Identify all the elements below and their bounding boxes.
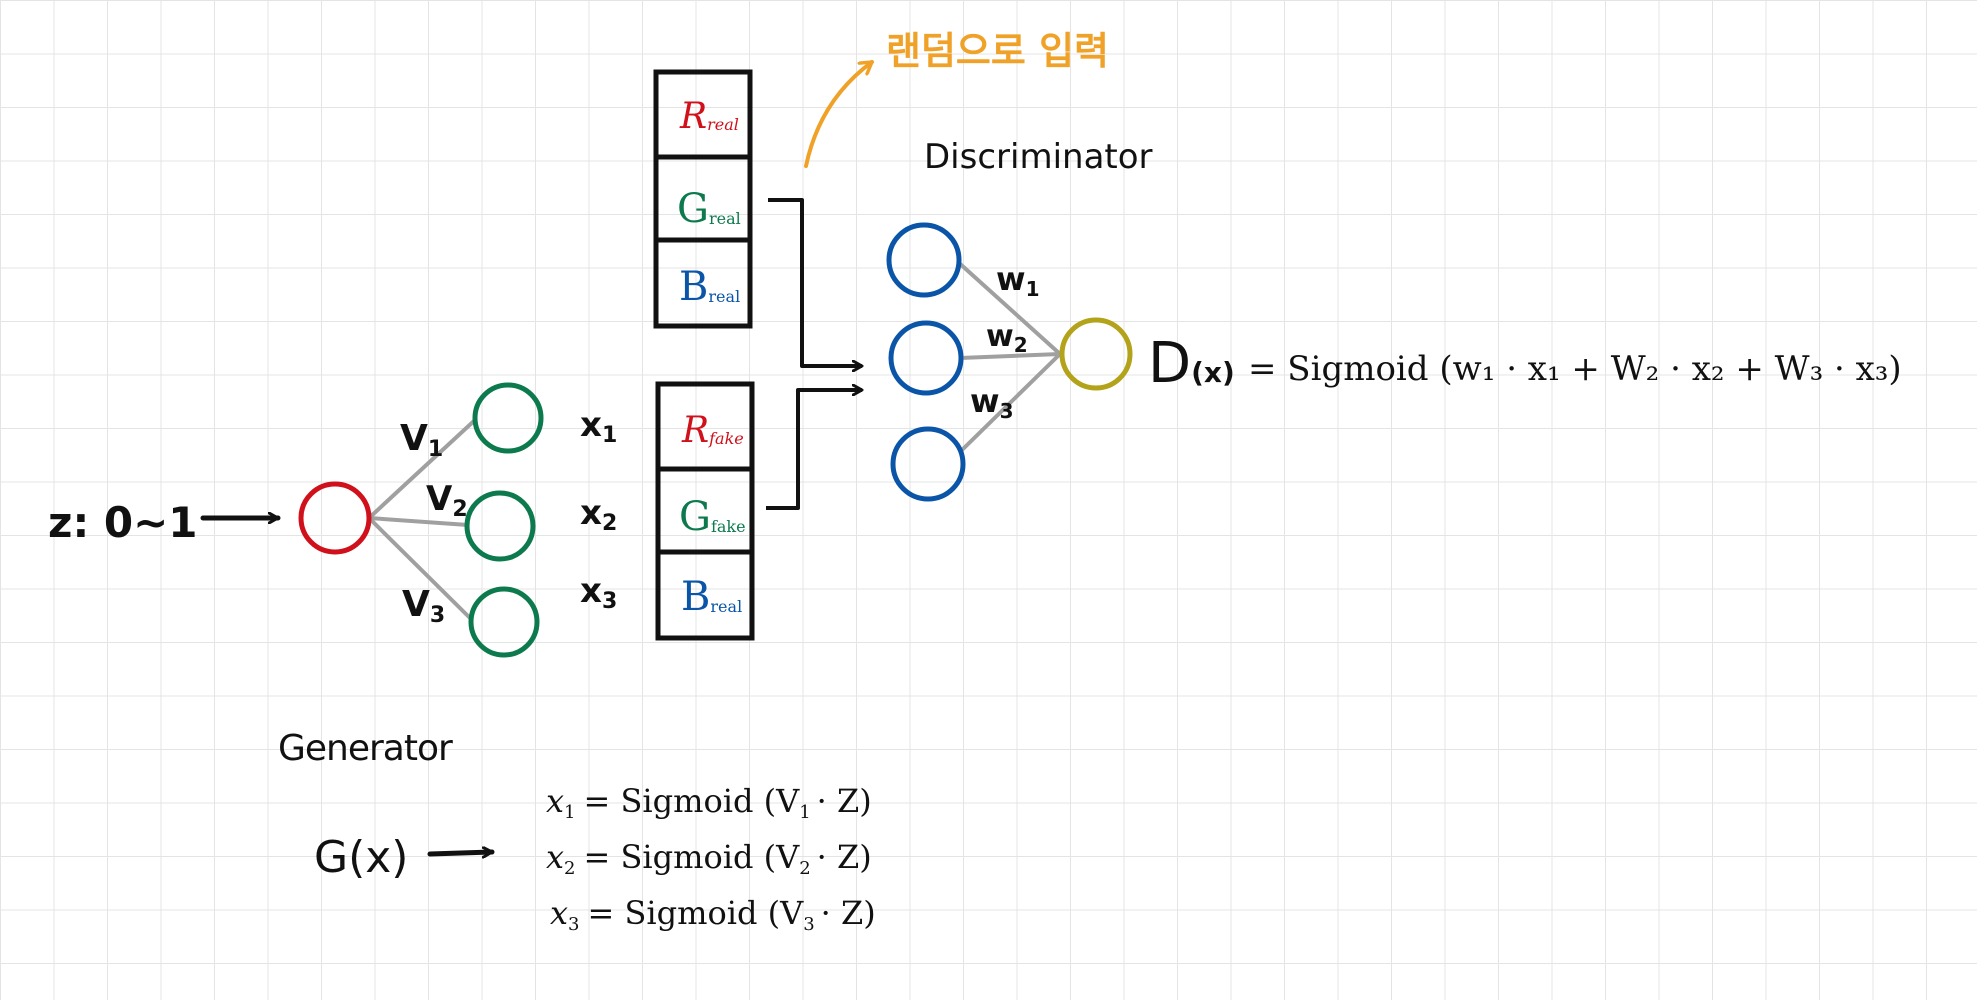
real-b-cell: Breal (679, 264, 740, 310)
weight-v2: V2 (426, 479, 468, 522)
generator-equation-3: x3= Sigmoid (V3· Z) (550, 894, 876, 935)
input-label: z: 0~1 (48, 498, 198, 547)
discriminator-input-node-1 (886, 222, 962, 298)
edge-v2 (368, 516, 469, 527)
discriminator-output-node (1059, 317, 1133, 391)
weight-w3: w3 (970, 382, 1013, 423)
random-input-arrow (804, 60, 874, 168)
edge-w3 (960, 352, 1062, 452)
discriminator-title: Discriminator (924, 137, 1153, 177)
edge-v1 (367, 418, 477, 520)
generator-input-node (298, 481, 372, 555)
real-connector-arrow (768, 198, 862, 366)
generator-output-node-1 (472, 382, 544, 454)
discriminator-input-node-3 (890, 426, 966, 502)
fake-rgb-stack: Rfake Gfake Breal (655, 381, 755, 641)
generator-title: Generator (278, 728, 453, 769)
edge-w1 (956, 260, 1062, 356)
random-input-note: 랜덤으로 입력 (886, 29, 1109, 73)
discriminator-equation: = Sigmoid (w₁ · x₁ + W₂ · x₂ + W₃ · x₃) (1248, 349, 1902, 389)
generator-output-node-3 (468, 586, 540, 658)
weight-w1: w1 (996, 260, 1039, 301)
real-rgb-stack: Rreal Greal Breal (653, 69, 753, 329)
generator-equation-1: x1= Sigmoid (V1· Z) (546, 782, 872, 823)
fake-g-cell: Gfake (679, 494, 746, 540)
generator-equation-2: x2= Sigmoid (V2· Z) (546, 838, 872, 879)
real-r-cell: Rreal (679, 96, 739, 137)
generator-output-node-2 (464, 490, 536, 562)
generator-function-arrow (427, 852, 495, 854)
fake-b-cell: Breal (681, 574, 742, 620)
weight-v3: V3 (402, 584, 445, 628)
weight-w2: w2 (986, 319, 1028, 357)
output-x2: x2 (580, 493, 617, 536)
generator-function-label: G(x) (314, 832, 408, 883)
real-stack-frame (653, 69, 753, 329)
weight-v1: V1 (400, 418, 443, 462)
fake-r-cell: Rfake (681, 410, 744, 451)
discriminator-function-label: D(x) (1148, 331, 1235, 396)
fake-stack-frame (655, 381, 755, 641)
discriminator-input-node-2 (888, 320, 964, 396)
real-g-cell: Greal (677, 186, 741, 232)
discriminator-edges (956, 260, 1062, 452)
edge-v3 (367, 516, 472, 620)
output-x1: x1 (580, 405, 617, 448)
output-x3: x3 (580, 571, 617, 614)
fake-connector-arrow (766, 390, 862, 510)
edge-w2 (959, 352, 1061, 360)
generator-edges (367, 418, 477, 620)
